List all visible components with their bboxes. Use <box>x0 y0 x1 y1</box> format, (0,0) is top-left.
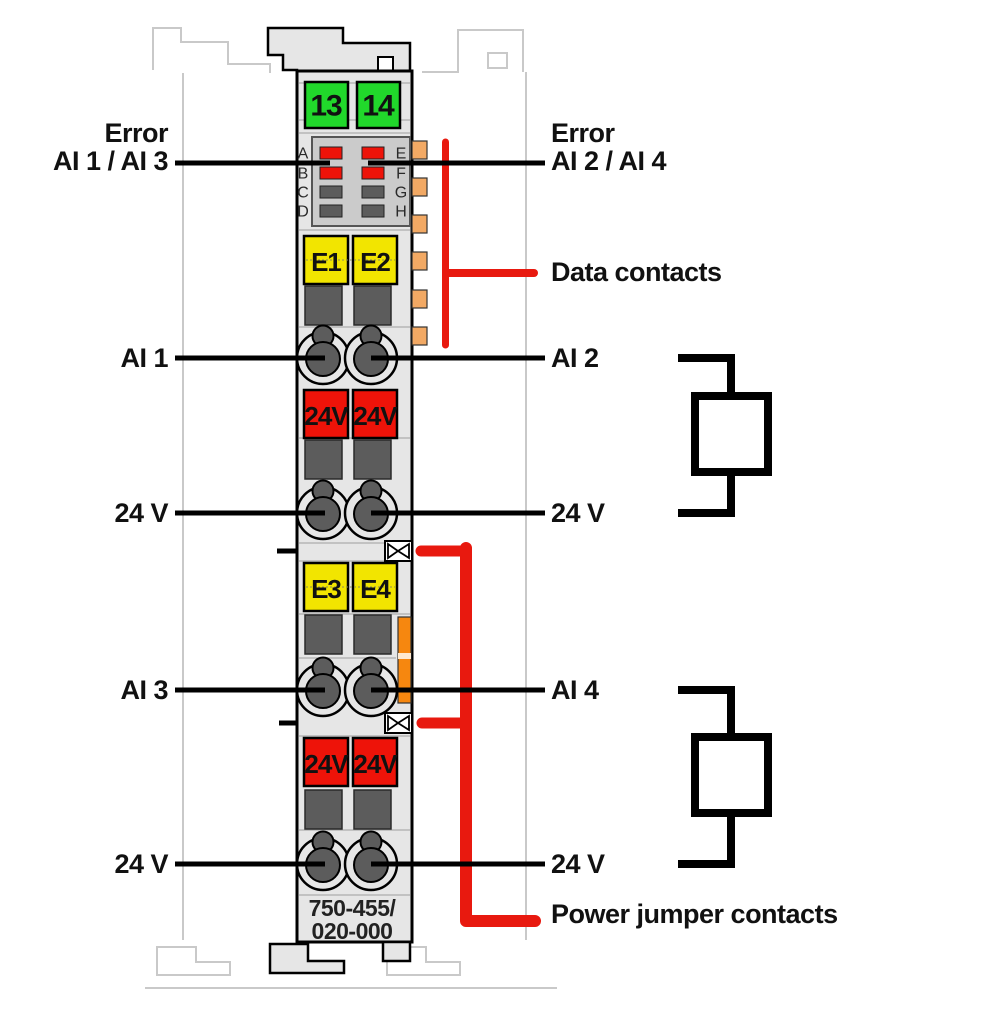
led-14-label: 14 <box>362 90 395 123</box>
block-24v-label: 24V <box>353 749 398 779</box>
block-e1-label: E1 <box>311 247 341 277</box>
label-error-left-2: AI 1 / AI 3 <box>53 146 169 176</box>
svg-text:E: E <box>396 146 407 163</box>
led-13-label: 13 <box>310 90 342 123</box>
ghost-module-left-foot <box>156 946 231 976</box>
led-14 <box>355 80 402 130</box>
power-jumper-callout <box>415 542 541 927</box>
latch-gap <box>398 653 411 659</box>
power-led-block: 13 14 <box>303 80 402 130</box>
module-top-notch <box>377 56 394 72</box>
wire-entry <box>353 439 392 480</box>
data-contact <box>411 177 428 197</box>
load-box <box>691 733 772 817</box>
block-24v <box>351 388 399 440</box>
load-symbol-upper <box>678 354 772 517</box>
svg-text:D: D <box>297 204 309 221</box>
ghost-right-notch <box>487 52 508 69</box>
label-error-left-1: Error <box>104 118 169 148</box>
led-c <box>319 185 343 199</box>
model-number-line2: 020-000 <box>312 918 393 944</box>
led-b <box>319 166 343 180</box>
svg-text:A: A <box>298 146 309 163</box>
jumper-bowtie-icon <box>387 714 410 732</box>
led-13 <box>303 80 350 130</box>
module-bottom-step <box>381 940 412 963</box>
data-contact <box>411 289 428 309</box>
label-ai1: AI 1 <box>120 343 168 373</box>
wire-entry <box>304 789 343 830</box>
led-h <box>361 204 385 218</box>
channel-block-e1-e2: E1 E2 <box>302 234 399 286</box>
label-data-contacts: Data contacts <box>551 257 722 287</box>
data-contacts-callout <box>442 138 538 349</box>
ghost-module-left-top <box>152 27 271 73</box>
block-24v-label: 24V <box>353 401 398 431</box>
power-jumper-contact-upper <box>384 540 413 562</box>
wire-entry <box>304 285 343 326</box>
label-error-right-1: Error <box>551 118 616 148</box>
block-24v <box>302 736 350 788</box>
led-matrix-panel: A B C D E F G H <box>297 136 411 227</box>
labels-left: Error AI 1 / AI 3 AI 1 24 V AI 3 24 V <box>53 118 170 879</box>
svg-text:C: C <box>297 185 309 202</box>
wire-entry <box>304 614 343 655</box>
leader-lines <box>175 160 545 867</box>
jumper-bowtie-icon <box>387 542 410 560</box>
wire-entry <box>353 614 392 655</box>
data-contact <box>411 214 428 234</box>
led-e <box>361 146 385 160</box>
label-ai2: AI 2 <box>551 343 599 373</box>
data-contacts-strip <box>411 140 428 346</box>
release-latch <box>397 616 412 704</box>
ghost-rail-outlines <box>145 27 557 989</box>
led-d <box>319 204 343 218</box>
data-contact <box>411 251 428 271</box>
channel-block-e3-e4: E3 E4 <box>302 561 399 613</box>
supply-block-upper: 24V 24V <box>302 388 399 440</box>
load-symbol-lower <box>678 686 772 868</box>
label-24v-left-lower: 24 V <box>114 849 168 879</box>
led-g <box>361 185 385 199</box>
block-24v <box>351 736 399 788</box>
module-bottom-foot <box>268 942 346 975</box>
svg-text:G: G <box>395 185 407 202</box>
led-f <box>361 166 385 180</box>
labels-right: Error AI 2 / AI 4 Data contacts AI 2 24 … <box>551 118 838 929</box>
block-e3-label: E3 <box>311 574 341 604</box>
wire-entry <box>353 789 392 830</box>
led-row-letters: A B C D E F G H <box>297 146 407 221</box>
ghost-module-right-top <box>422 29 524 73</box>
label-power-jumper-contacts: Power jumper contacts <box>551 899 838 929</box>
supply-block-lower: 24V 24V <box>302 736 399 788</box>
label-24v-right-upper: 24 V <box>551 498 605 528</box>
data-contact <box>411 140 428 160</box>
block-24v-label: 24V <box>304 749 349 779</box>
label-24v-left-upper: 24 V <box>114 498 168 528</box>
label-ai4: AI 4 <box>551 675 599 705</box>
block-e4-label: E4 <box>360 574 391 604</box>
wire-entry <box>353 285 392 326</box>
ghost-module-right-foot <box>386 946 461 976</box>
svg-text:F: F <box>396 166 406 183</box>
block-24v <box>302 388 350 440</box>
label-24v-right-lower: 24 V <box>551 849 605 879</box>
svg-text:B: B <box>298 166 309 183</box>
data-contact <box>411 326 428 346</box>
power-jumper-contact-lower <box>384 712 413 734</box>
label-error-right-2: AI 2 / AI 4 <box>551 146 667 176</box>
wire-entry <box>304 439 343 480</box>
model-number-line1: 750-455/ <box>309 895 397 921</box>
block-e2-label: E2 <box>360 247 390 277</box>
block-24v-label: 24V <box>304 401 349 431</box>
led-a <box>319 146 343 160</box>
load-box <box>691 392 772 476</box>
svg-text:H: H <box>395 204 407 221</box>
label-ai3: AI 3 <box>120 675 168 705</box>
